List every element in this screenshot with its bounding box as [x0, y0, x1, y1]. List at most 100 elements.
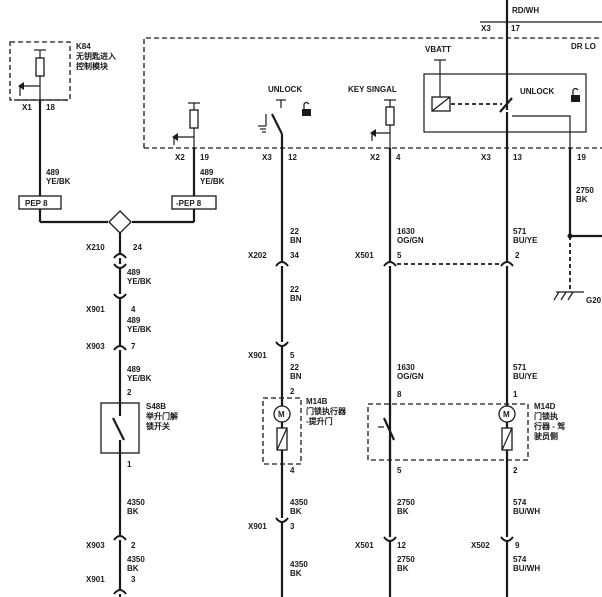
pin-x3-a: X3 — [262, 153, 272, 162]
conn-x901b-pin: 5 — [290, 351, 295, 360]
ground-hatch-1 — [553, 291, 560, 301]
unlock2-lock-shackle — [572, 87, 579, 95]
conn-x903a-symbol — [113, 345, 127, 351]
s48b-line2: 锁开关 — [146, 421, 170, 431]
m14d-code: M14D — [534, 402, 556, 411]
wire-571-label-2: 571 — [513, 363, 527, 372]
conn-x210-symbol — [113, 253, 127, 259]
pin-x3-b: X3 — [481, 153, 491, 162]
conn-x502-symbol — [500, 536, 514, 542]
pin-4: 4 — [396, 153, 401, 162]
ground-hatch-2 — [560, 291, 567, 301]
relay-contact-blade — [499, 97, 513, 113]
wire-bn-label-3: BN — [290, 372, 302, 381]
m14b-motor-label: M — [278, 410, 285, 419]
conn-x901a-pin: 4 — [131, 305, 136, 314]
wire-22-label-2: 22 — [290, 285, 299, 294]
m14d-line1: 门锁执 — [534, 411, 558, 421]
m14b-line1: 门锁执行器 — [306, 406, 347, 416]
wire-buwh-label-1: BU/WH — [513, 507, 540, 516]
conn-x903b-symbol — [113, 535, 127, 541]
wire-yebk-label-2: YE/BK — [200, 177, 225, 186]
key-switch-blade — [382, 417, 396, 441]
pin-x2-b: X2 — [370, 153, 380, 162]
unlock1-lock-shackle — [303, 101, 310, 109]
wire-489-label-4: 489 — [127, 316, 141, 325]
relay-box — [423, 73, 587, 133]
conn-x903a: X903 — [86, 342, 105, 351]
unlock1-lock-body — [302, 109, 311, 116]
conn-x901a: X901 — [86, 305, 105, 314]
conn-x901d-symbol — [113, 589, 127, 595]
conn-x501a-pin2: 2 — [515, 251, 520, 260]
relay-right-lead — [512, 115, 571, 148]
pin-19-a: 19 — [200, 153, 209, 162]
wire-bk-label-6: BK — [397, 564, 409, 573]
m14b-code: M14B — [306, 397, 328, 406]
k84-resistor — [35, 57, 45, 77]
conn-x202-symbol — [275, 261, 289, 267]
k84-pin: 18 — [46, 103, 55, 112]
s48b-pin-top: 2 — [127, 388, 132, 397]
wire-2750-label-1: 2750 — [397, 498, 415, 507]
label-pin17: 17 — [511, 24, 520, 33]
wire-4350-label-1: 4350 — [127, 498, 145, 507]
wire-571-label-1: 571 — [513, 227, 527, 236]
wire-bk-label-1: BK — [127, 507, 139, 516]
m14d-line3: 驶员侧 — [534, 431, 558, 441]
m14b-pin-bot: 4 — [290, 466, 295, 475]
k84-name-line1: 无钥匙进入 — [75, 51, 116, 61]
wire-bn-label-2: BN — [290, 294, 302, 303]
conn-x903b: X903 — [86, 541, 105, 550]
label-key-signal: KEY SINGAL — [348, 85, 397, 94]
conn-x210-pin: 24 — [133, 243, 142, 252]
m14b-line2: -提升门 — [306, 416, 333, 426]
m14d-pin-top: 1 — [513, 390, 518, 399]
wire-yebk-label-4: YE/BK — [127, 325, 152, 334]
splice-diamond — [108, 210, 132, 234]
conn-x901c-symbol — [275, 517, 289, 523]
label-vbatt: VBATT — [425, 45, 451, 54]
conn-x901a-symbol — [113, 293, 127, 299]
wire-1630-label-1: 1630 — [397, 227, 415, 236]
m14d-actuator-diag — [501, 427, 513, 451]
wire-4350-label-4: 4350 — [290, 560, 308, 569]
s48b-contact-blade — [112, 417, 125, 441]
pep8-label: PEP 8 — [25, 199, 48, 208]
conn-x202-pin: 34 — [290, 251, 299, 260]
key-resistor — [385, 106, 395, 126]
m14b-motor — [273, 405, 291, 423]
ground-label: G20 — [586, 296, 602, 305]
wire-yebk-label-1: YE/BK — [46, 177, 71, 186]
s48b-code: S48B — [146, 402, 166, 411]
label-x3-top: X3 — [481, 24, 491, 33]
wire-489-label-1: 489 — [46, 168, 60, 177]
conn-x901b-symbol — [275, 341, 289, 347]
k84-conn: X1 — [22, 103, 32, 112]
conn-x502-pin: 9 — [515, 541, 520, 550]
wire-buye-label-1: BU/YE — [513, 236, 538, 245]
conn-x501a: X501 — [355, 251, 374, 260]
conn-x501b-pin: 12 — [397, 541, 406, 550]
wire-oggn-label-1: OG/GN — [397, 236, 424, 245]
conn-x901c-pin: 3 — [290, 522, 295, 531]
wire-buwh-label-2: BU/WH — [513, 564, 540, 573]
pin-x2-a: X2 — [175, 153, 185, 162]
conn-x903a-pin: 7 — [131, 342, 136, 351]
mid-resistor — [189, 109, 199, 129]
label-unlock-1: UNLOCK — [268, 85, 302, 94]
conn-x202: X202 — [248, 251, 267, 260]
wire-2750-label-2: 2750 — [397, 555, 415, 564]
wire-bk-label-3: BK — [290, 507, 302, 516]
conn-x501a-right-symbol — [500, 261, 514, 267]
s48b-line1: 举升门解 — [145, 411, 178, 421]
wire-4350-label-3: 4350 — [290, 498, 308, 507]
mid-arrow — [172, 133, 178, 141]
conn-x901c: X901 — [248, 522, 267, 531]
s48b-pin-bot: 1 — [127, 460, 132, 469]
conn-x501a-pin: 5 — [397, 251, 402, 260]
unlock2-lock-body — [571, 95, 580, 102]
m14b-actuator-diag — [276, 427, 288, 451]
wire-bk-label-top: BK — [576, 195, 588, 204]
m14d-motor-label: M — [503, 410, 510, 419]
